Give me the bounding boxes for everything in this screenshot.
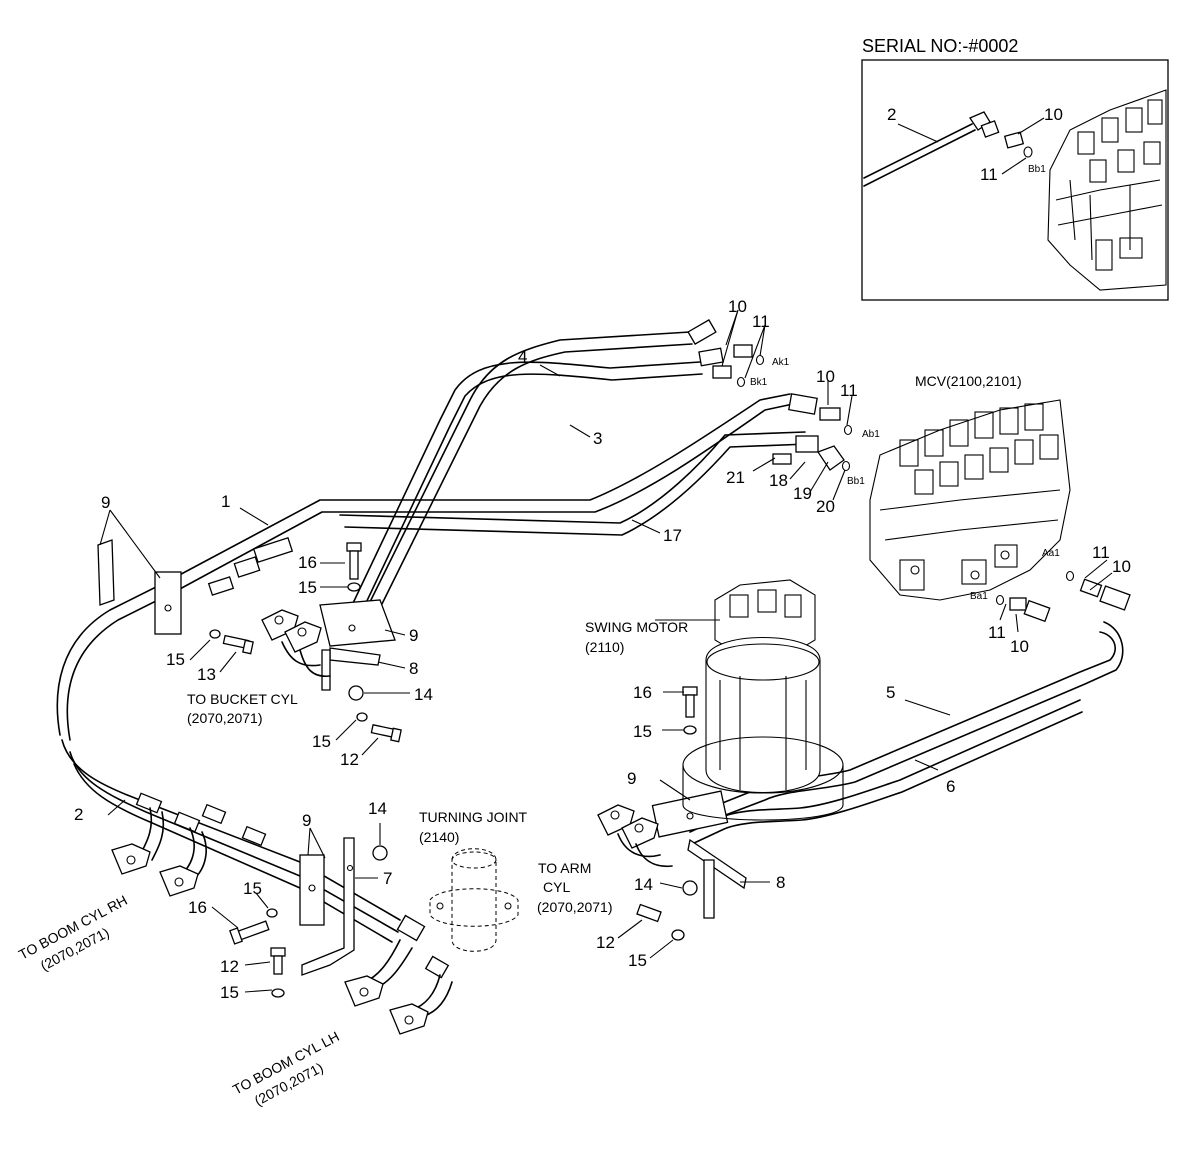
pipe-1: [56, 393, 791, 736]
label-to-bucket-code: (2070,2071): [187, 710, 263, 726]
callout-15-b: 15: [166, 650, 185, 669]
inset-callout-10: 10: [1044, 105, 1063, 124]
callout-10-d: 10: [1010, 637, 1029, 656]
pipe-6: [689, 699, 1081, 833]
callout-11-a: 11: [752, 312, 770, 331]
callout-7: 7: [383, 869, 392, 888]
label-to-arm-2: CYL: [543, 879, 570, 895]
callout-12-c: 12: [596, 933, 615, 952]
callout-15-a: 15: [298, 578, 317, 597]
clamps-brackets: [97, 539, 747, 1035]
pipe-3: [344, 361, 701, 621]
callout-16-b: 16: [188, 898, 207, 917]
callout-14-b: 14: [368, 799, 387, 818]
callout-10-c: 10: [1112, 557, 1131, 576]
callout-1: 1: [221, 492, 230, 511]
port-ba1: Ba1: [970, 591, 988, 602]
callout-19: 19: [793, 484, 812, 503]
label-swing-motor: SWING MOTOR: [585, 619, 688, 635]
callout-2: 2: [74, 805, 83, 824]
port-ab1: Ab1: [862, 429, 880, 440]
label-to-bucket: TO BUCKET CYL: [187, 691, 298, 707]
callout-10-a: 10: [728, 297, 747, 316]
hardware: [209, 542, 698, 998]
inset-serial-title: SERIAL NO:-#0002: [862, 36, 1018, 56]
callout-16-c: 16: [633, 683, 652, 702]
inset-mcv-valve: [1047, 89, 1167, 291]
inset-frame: [861, 59, 1169, 301]
fittings: [135, 319, 1131, 979]
callout-15-d: 15: [243, 879, 262, 898]
callout-15-e: 15: [220, 983, 239, 1002]
callout-9-c: 9: [302, 811, 311, 830]
callout-15-g: 15: [628, 951, 647, 970]
inset-port-bb1: Bb1: [1028, 164, 1046, 175]
callout-9-d: 9: [627, 769, 636, 788]
label-to-arm-code: (2070,2071): [537, 899, 613, 915]
callout-14-a: 14: [414, 685, 433, 704]
callout-12-b: 12: [220, 957, 239, 976]
callout-15-f: 15: [633, 722, 652, 741]
port-labels: Ak1 Bk1 Ab1 Bb1 Aa1 Ba1: [750, 357, 1060, 602]
callout-21: 21: [726, 468, 745, 487]
pipe-4: [364, 331, 691, 613]
swing-motor: [682, 579, 844, 821]
pipe-group: [56, 331, 1124, 943]
port-bb1: Bb1: [847, 476, 865, 487]
callout-6: 6: [946, 777, 955, 796]
callout-18: 18: [769, 471, 788, 490]
callout-16-a: 16: [298, 553, 317, 572]
callout-5: 5: [886, 683, 895, 702]
callout-11-b: 11: [840, 381, 858, 400]
callout-10-b: 10: [816, 367, 835, 386]
callout-9-a: 9: [101, 493, 110, 512]
label-turning-joint-code: (2140): [419, 829, 459, 845]
callout-4: 4: [518, 347, 527, 366]
label-swing-motor-code: (2110): [585, 639, 624, 655]
leader-lines: [99, 309, 1113, 993]
callout-20: 20: [816, 497, 835, 516]
callout-numbers: 10 11 4 3 10 11 21 18 19 20 17 1 9 16 15…: [74, 297, 1131, 1002]
inset-panel: SERIAL NO:-#0002 2 10 11 Bb1: [861, 36, 1169, 301]
port-aa1: Aa1: [1042, 548, 1060, 559]
callout-14-c: 14: [634, 875, 653, 894]
callout-8-b: 8: [776, 873, 785, 892]
callout-15-c: 15: [312, 732, 331, 751]
turning-joint: [429, 848, 519, 952]
callout-11-c: 11: [1092, 543, 1110, 562]
mcv-valve: [869, 399, 1071, 601]
callout-9-b: 9: [409, 626, 418, 645]
callout-13: 13: [197, 665, 216, 684]
inset-callout-11: 11: [980, 165, 998, 184]
callout-12-a: 12: [340, 750, 359, 769]
callout-11-d: 11: [988, 623, 1006, 642]
inset-callout-2: 2: [887, 105, 896, 124]
pipe-17: [339, 431, 806, 524]
callout-8-a: 8: [409, 659, 418, 678]
o-rings: [736, 354, 1075, 606]
callout-17: 17: [663, 526, 682, 545]
label-mcv: MCV(2100,2101): [915, 373, 1022, 389]
callout-3: 3: [593, 429, 602, 448]
port-ak1: Ak1: [772, 357, 790, 368]
label-to-arm-1: TO ARM: [538, 860, 591, 876]
component-labels: MCV(2100,2101) SWING MOTOR (2110) TURNIN…: [16, 373, 1022, 1109]
label-turning-joint: TURNING JOINT: [419, 809, 528, 825]
port-bk1: Bk1: [750, 377, 768, 388]
